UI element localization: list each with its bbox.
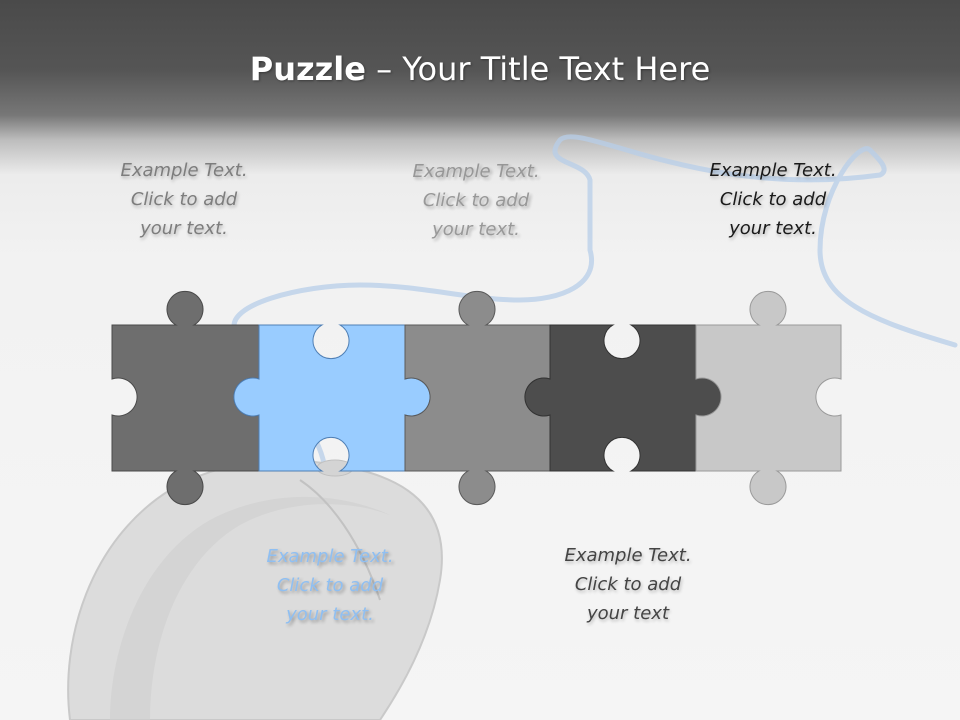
text-placeholder-bottom-left[interactable]: Example Text. Click to add your text. bbox=[266, 546, 394, 625]
text-placeholder-top-left[interactable]: Example Text. Click to add your text. bbox=[120, 160, 248, 239]
mouse-cable bbox=[231, 134, 958, 473]
puzzle-piece-5[interactable] bbox=[695, 290, 842, 506]
puzzle-piece-2[interactable] bbox=[233, 324, 431, 472]
text-placeholder-top-middle[interactable]: Example Text. Click to add your text. bbox=[412, 161, 540, 240]
slide-title-rest: – Your Title Text Here bbox=[365, 50, 711, 88]
slide-title[interactable]: Puzzle – Your Title Text Here bbox=[0, 50, 960, 88]
mouse-shading bbox=[110, 496, 390, 720]
mouse-button-split bbox=[299, 479, 381, 601]
text-placeholder-top-right[interactable]: Example Text. Click to add your text. bbox=[709, 160, 837, 239]
slide-title-bold: Puzzle bbox=[249, 50, 366, 88]
title-bar: Puzzle – Your Title Text Here bbox=[0, 0, 960, 140]
puzzle-piece-4[interactable] bbox=[524, 324, 722, 472]
text-placeholder-bottom-middle[interactable]: Example Text. Click to add your text bbox=[564, 545, 692, 624]
